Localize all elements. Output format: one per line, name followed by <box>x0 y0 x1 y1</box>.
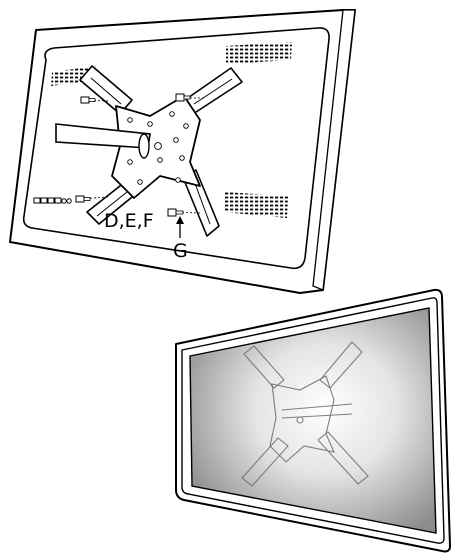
screw-upper-left <box>80 96 109 104</box>
spacer-arrow <box>176 216 184 238</box>
spacer-callout-label: G <box>173 240 188 262</box>
screw-lower-right <box>167 208 201 217</box>
ghost-arm-lower-left <box>241 437 289 487</box>
plate-holes <box>123 111 189 185</box>
ghost-mount <box>241 341 369 487</box>
vent-top-right <box>226 42 292 64</box>
tv-back-side-edge <box>312 9 356 291</box>
io-ports <box>33 197 72 204</box>
ghost-arm-upper-left <box>243 345 285 389</box>
tv-front-view <box>175 288 451 553</box>
screw-lower-left <box>75 195 109 203</box>
ghost-center-plate <box>269 375 335 463</box>
vent-bottom-right <box>224 192 288 218</box>
screw-upper-right <box>175 93 204 102</box>
tv-back-view: D,E,F G <box>9 9 356 294</box>
tv-screen <box>189 307 437 534</box>
ghost-arm-lower-right <box>317 431 369 485</box>
screws-callout-label: D,E,F <box>104 210 154 232</box>
wall-arm-bar <box>55 123 151 159</box>
mount-screws <box>75 93 204 217</box>
